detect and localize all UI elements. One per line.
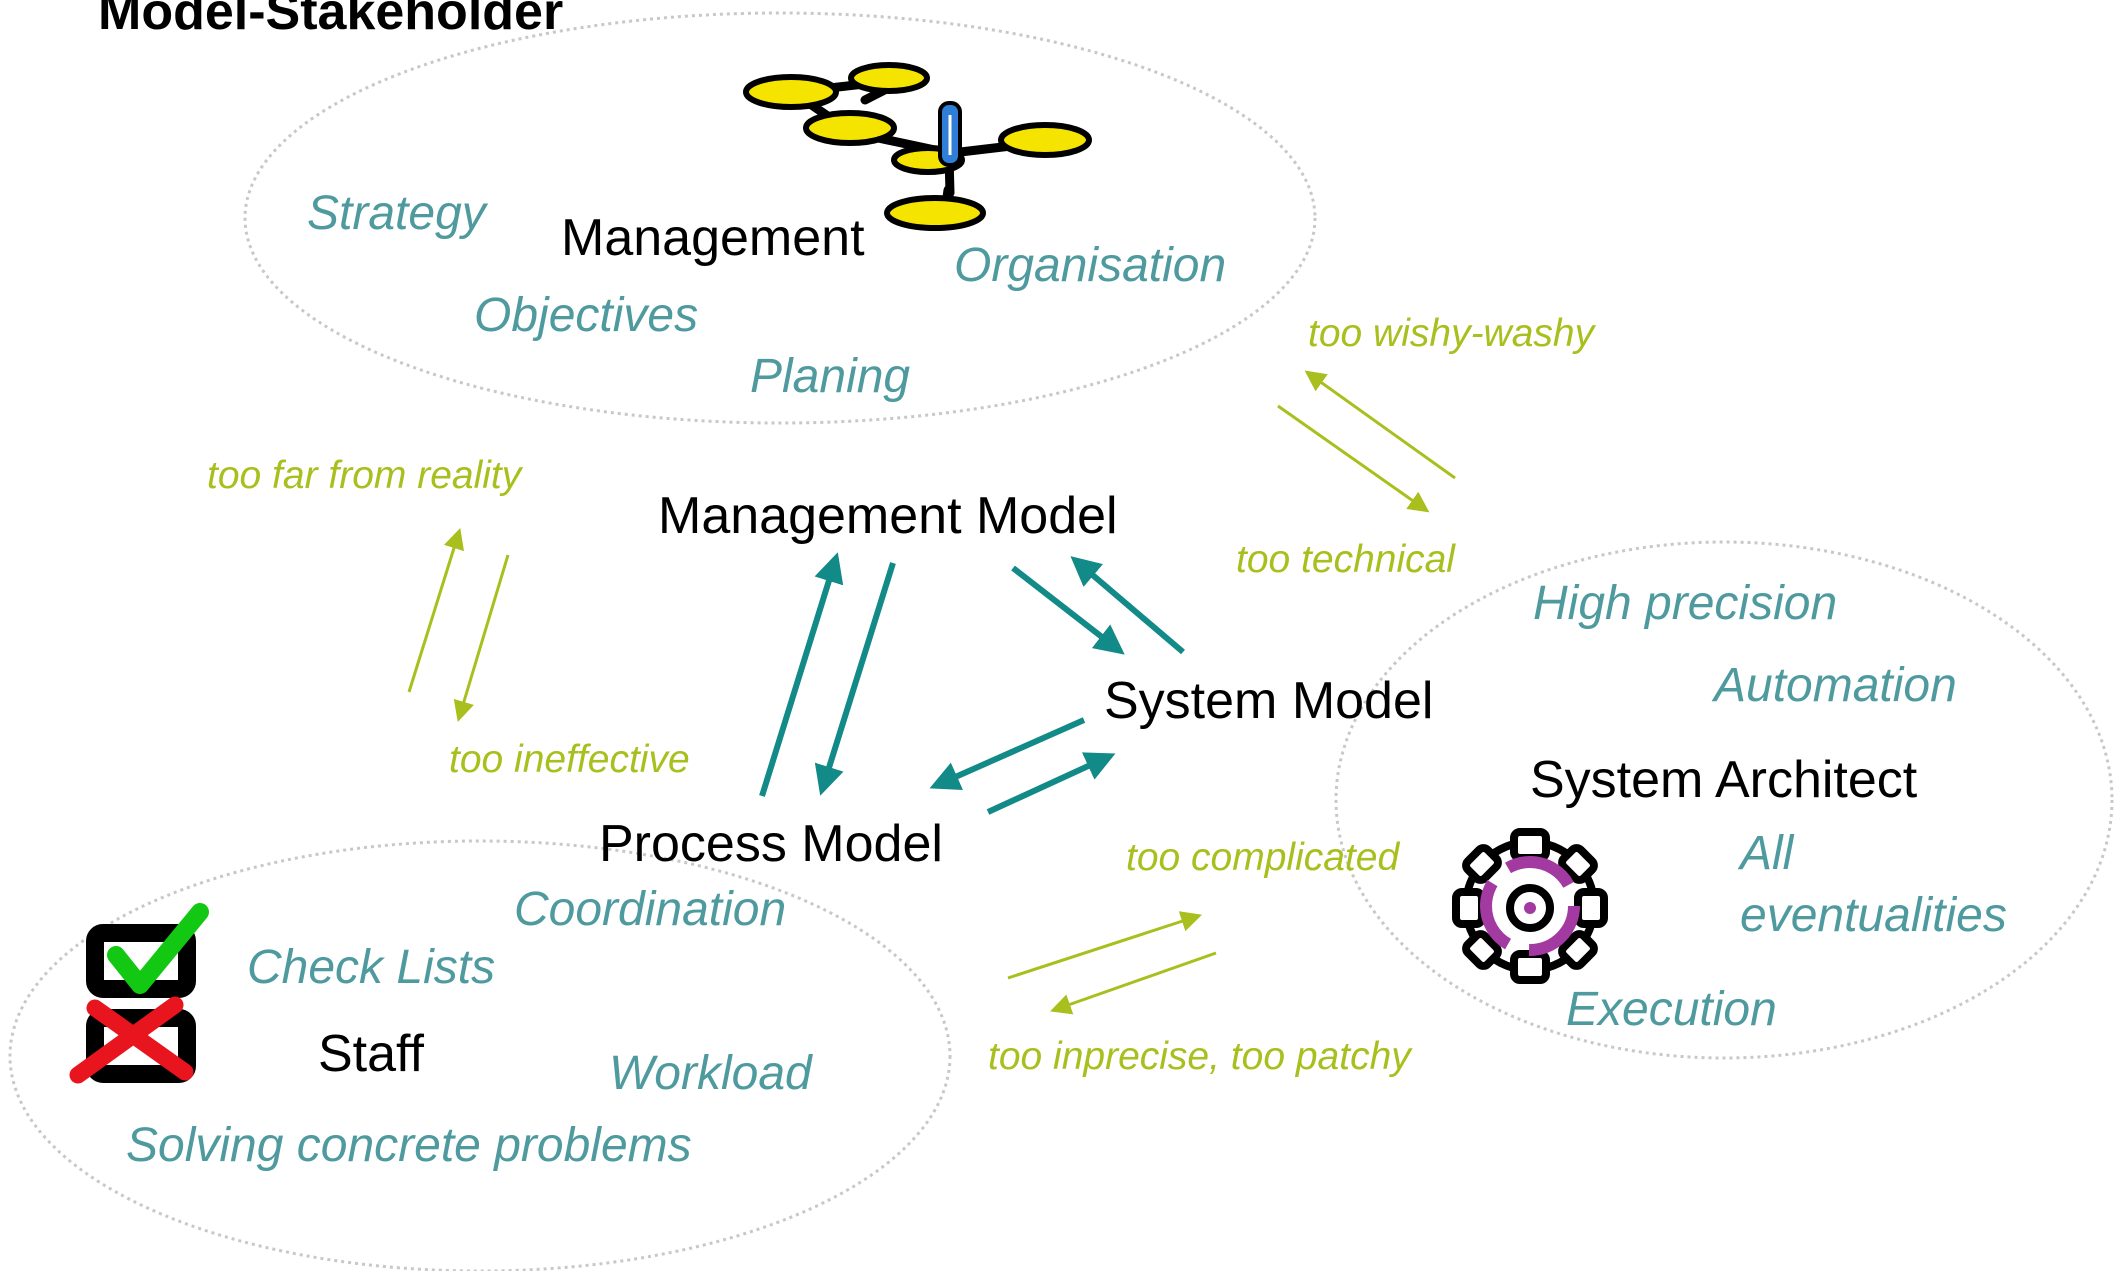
keyword-organisation: Organisation — [954, 239, 1227, 292]
staff-ellipse — [8, 839, 952, 1271]
criticism-ineffective: too ineffective — [449, 738, 690, 781]
arrow-system-to-process — [929, 717, 1086, 790]
process-model-label: Process Model — [599, 815, 943, 873]
arrow-complicated — [1007, 911, 1202, 980]
keyword-eventualities: eventualities — [1740, 889, 2007, 942]
keyword-strategy: Strategy — [307, 187, 486, 240]
keyword-solving-concrete-problems: Solving concrete problems — [126, 1119, 692, 1172]
arrow-wishy-washy — [1304, 370, 1456, 480]
arrow-technical — [1277, 404, 1430, 513]
keyword-all: All — [1740, 827, 1794, 880]
keyword-objectives: Objectives — [474, 289, 699, 342]
arrow-management-to-system — [1011, 565, 1125, 655]
criticism-imprecise: too inprecise, too patchy — [988, 1035, 1411, 1078]
arrow-process-to-system — [986, 752, 1116, 815]
arrow-system-to-management — [1070, 556, 1185, 655]
management-model-label: Management Model — [658, 487, 1118, 545]
stakeholder-staff: Staff — [318, 1025, 425, 1083]
arrow-imprecise — [1050, 951, 1217, 1015]
criticism-technical: too technical — [1236, 538, 1455, 581]
stakeholder-system-architect: System Architect — [1530, 751, 1918, 809]
gear-icon — [1452, 828, 1608, 984]
keyword-planing: Planing — [750, 350, 911, 403]
keyword-high-precision: High precision — [1533, 577, 1838, 630]
system-model-label: System Model — [1104, 672, 1434, 730]
arrow-far-from-reality — [407, 527, 465, 693]
arrow-ineffective — [453, 554, 510, 723]
keyword-execution: Execution — [1566, 983, 1777, 1036]
management-ellipse — [243, 11, 1317, 425]
criticism-far-from-reality: too far from reality — [207, 454, 522, 497]
checklist-icon — [69, 903, 209, 1084]
page-title: Model-Stakeholder — [98, 0, 564, 41]
org-chart-icon — [743, 62, 1092, 231]
stakeholder-management: Management — [561, 209, 865, 267]
keyword-coordination: Coordination — [514, 883, 787, 936]
keyword-check-lists: Check Lists — [247, 941, 496, 994]
keyword-workload: Workload — [609, 1047, 812, 1100]
keyword-automation: Automation — [1714, 659, 1957, 712]
arrow-process-to-management — [759, 552, 844, 797]
arrow-management-to-process — [814, 562, 896, 796]
criticism-complicated: too complicated — [1126, 836, 1400, 879]
criticism-wishy-washy: too wishy-washy — [1308, 312, 1595, 355]
system-architect-ellipse — [1334, 540, 2114, 1060]
